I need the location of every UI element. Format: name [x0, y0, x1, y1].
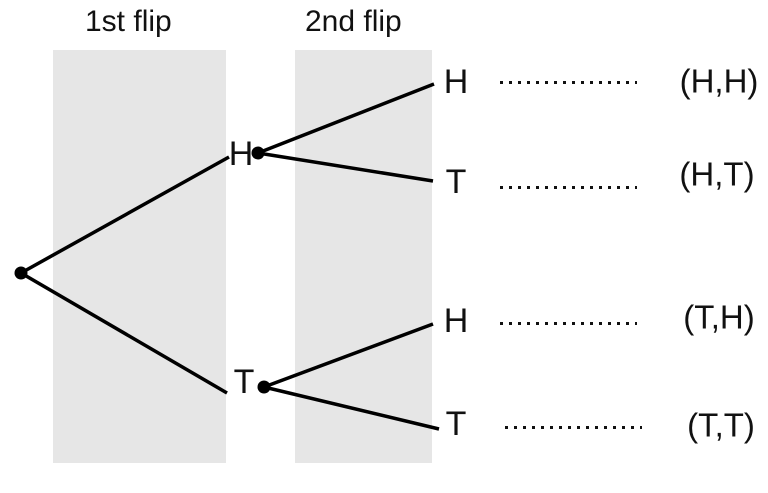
outcome-pair-label-ht: (H,T) [679, 155, 755, 193]
second-flip-column-band [295, 50, 432, 463]
second-flip-header: 2nd flip [305, 5, 402, 38]
edge-root-to-heads [20, 155, 230, 275]
outcome-pair-label-hh: (H,H) [679, 62, 759, 100]
dotted-blank-line-ht [500, 186, 637, 189]
root-node-dot [14, 266, 28, 280]
outcome-letter-hh: H [443, 63, 469, 101]
outcome-letter-th: H [443, 302, 469, 340]
tails-node-dot [257, 380, 271, 394]
heads-node-dot [251, 146, 265, 160]
edge-tails-to-tails [263, 385, 440, 431]
dotted-blank-line-hh [500, 81, 637, 84]
outcome-letter-ht: T [445, 163, 467, 201]
dotted-blank-line-tt [505, 426, 642, 429]
first-flip-node-h-label: H [228, 135, 254, 173]
first-flip-column-band [53, 50, 226, 463]
first-flip-node-t-label: T [233, 363, 255, 401]
edge-heads-to-heads [257, 82, 435, 155]
outcome-pair-label-th: (T,H) [683, 298, 755, 336]
first-flip-header: 1st flip [85, 5, 172, 38]
edge-tails-to-heads [263, 322, 434, 389]
outcome-letter-tt: T [445, 405, 467, 443]
edge-heads-to-tails [257, 151, 434, 183]
dotted-blank-line-th [500, 322, 637, 325]
outcome-pair-label-tt: (T,T) [687, 406, 755, 444]
edge-root-to-tails [20, 271, 228, 395]
